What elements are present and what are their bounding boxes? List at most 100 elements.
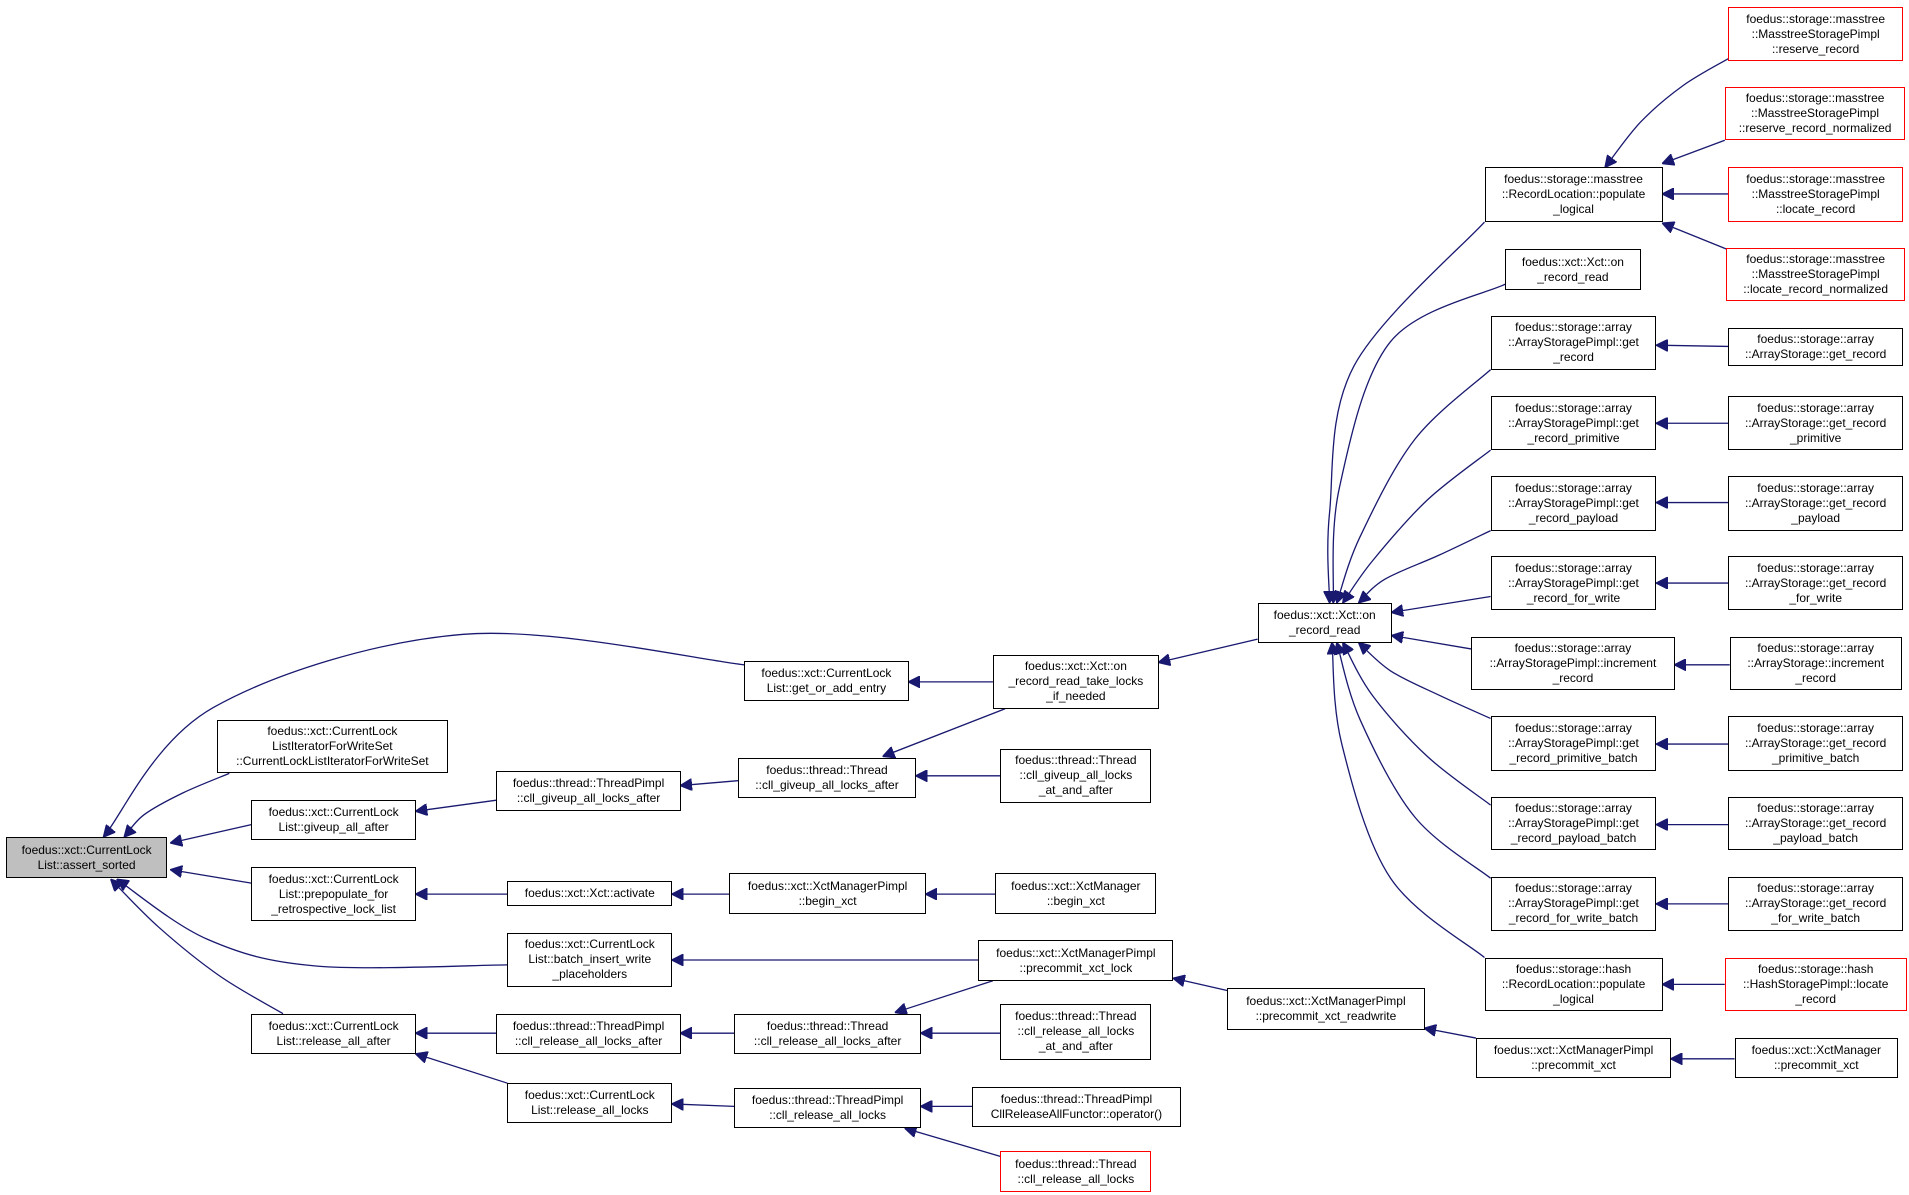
graph-node[interactable]: foedus::storage::hash ::RecordLocation::… (1484, 957, 1663, 1012)
graph-node[interactable]: foedus::storage::array ::ArrayStorage::g… (1728, 556, 1903, 610)
node-label: foedus::storage::array ::ArrayStorage::g… (1744, 400, 1887, 445)
node-label: foedus::xct::CurrentLock ListIteratorFor… (236, 724, 429, 768)
node-label: foedus::xct::Xct::on _record_read_take_l… (1008, 659, 1144, 704)
graph-node[interactable]: foedus::thread::Thread ::cll_release_all… (1000, 1151, 1152, 1192)
edge-n40-to-n26 (1656, 345, 1729, 346)
graph-node[interactable]: foedus::storage::array ::ArrayStorage::g… (1728, 475, 1903, 531)
graph-node[interactable]: foedus::xct::Xct::on _record_read_take_l… (992, 655, 1159, 709)
graph-node[interactable]: foedus::storage::masstree ::MasstreeStor… (1728, 167, 1903, 222)
node-label: foedus::storage::masstree ::RecordLocati… (1501, 172, 1646, 217)
edge-n25-to-n22 (1333, 283, 1506, 602)
node-label: foedus::xct::XctManager ::begin_xct (1011, 878, 1141, 908)
graph-node[interactable]: foedus::storage::array ::ArrayStoragePim… (1490, 396, 1657, 451)
graph-node[interactable]: foedus::xct::XctManagerPimpl ::precommit… (978, 940, 1174, 981)
edge-n22-to-n15 (1159, 638, 1258, 662)
edge-n6-to-n0 (111, 879, 284, 1015)
graph-node[interactable]: foedus::storage::array ::ArrayStoragePim… (1490, 315, 1657, 370)
graph-node[interactable]: foedus::storage::array ::ArrayStorage::g… (1728, 328, 1903, 366)
graph-node[interactable]: foedus::xct::CurrentLock List::release_a… (507, 1083, 673, 1124)
graph-node[interactable]: foedus::storage::masstree ::MasstreeStor… (1724, 86, 1906, 141)
node-label: foedus::xct::CurrentLock List::batch_ins… (524, 937, 655, 982)
node-label: foedus::xct::Xct::on _record_read (1521, 254, 1624, 284)
node-label: foedus::xct::XctManager ::precommit_xct (1751, 1043, 1881, 1073)
graph-node[interactable]: foedus::xct::CurrentLock List::batch_ins… (507, 933, 673, 987)
node-label: foedus::storage::array ::ArrayStorage::g… (1744, 720, 1887, 765)
edge-n23-to-n18 (1173, 978, 1228, 992)
graph-node[interactable]: foedus::storage::hash ::HashStoragePimpl… (1724, 957, 1907, 1012)
edge-n29-to-n22 (1392, 595, 1491, 612)
edge-n15-to-n11 (883, 708, 1006, 757)
graph-node[interactable]: foedus::storage::array ::ArrayStorage::g… (1728, 796, 1903, 851)
graph-node[interactable]: foedus::storage::array ::ArrayStoragePim… (1490, 877, 1657, 931)
node-label: foedus::storage::masstree ::MasstreeStor… (1746, 172, 1886, 217)
graph-node[interactable]: foedus::xct::Xct::on _record_read (1257, 602, 1392, 643)
graph-node[interactable]: foedus::storage::masstree ::RecordLocati… (1484, 167, 1663, 222)
graph-node[interactable]: foedus::thread::ThreadPimpl CllReleaseAl… (972, 1086, 1181, 1128)
graph-node[interactable]: foedus::xct::CurrentLock List::prepopula… (251, 867, 416, 921)
edge-n33-to-n22 (1337, 643, 1492, 879)
edge-n28-to-n22 (1359, 530, 1491, 603)
node-label: foedus::xct::XctManagerPimpl ::precommit… (1493, 1043, 1654, 1073)
graph-node[interactable]: foedus::thread::Thread ::cll_giveup_all_… (737, 757, 917, 798)
node-label: foedus::xct::CurrentLock List::prepopula… (268, 871, 399, 916)
node-label: foedus::storage::array ::ArrayStoragePim… (1508, 400, 1639, 445)
graph-node[interactable]: foedus::storage::array ::ArrayStoragePim… (1490, 796, 1657, 851)
graph-node[interactable]: foedus::storage::masstree ::MasstreeStor… (1726, 247, 1906, 302)
graph-node[interactable]: foedus::xct::XctManager ::begin_xct (995, 873, 1157, 914)
graph-node[interactable]: foedus::xct::Xct::activate (507, 880, 673, 907)
graph-node[interactable]: foedus::storage::array ::ArrayStoragePim… (1490, 716, 1657, 771)
graph-node[interactable]: foedus::thread::ThreadPimpl ::cll_releas… (496, 1013, 681, 1054)
node-label: foedus::thread::Thread ::cll_release_all… (1015, 1156, 1137, 1186)
edge-n39-to-n24 (1663, 223, 1727, 250)
node-label: foedus::xct::Xct::on _record_read (1273, 607, 1376, 637)
node-label: foedus::storage::array ::ArrayStoragePim… (1489, 641, 1657, 686)
graph-node[interactable]: foedus::storage::array ::ArrayStorage::g… (1728, 877, 1903, 931)
graph-node[interactable]: foedus::thread::ThreadPimpl ::cll_releas… (734, 1088, 921, 1129)
graph-node[interactable]: foedus::xct::CurrentLock List::release_a… (251, 1013, 416, 1054)
node-label: foedus::storage::array ::ArrayStorage::g… (1744, 800, 1887, 845)
graph-node[interactable]: foedus::xct::XctManagerPimpl ::precommit… (1227, 988, 1425, 1030)
graph-node[interactable]: foedus::storage::array ::ArrayStoragePim… (1471, 636, 1675, 691)
graph-node[interactable]: foedus::thread::ThreadPimpl ::cll_giveup… (496, 770, 681, 812)
graph-node[interactable]: foedus::xct::XctManager ::precommit_xct (1734, 1038, 1899, 1079)
node-label: foedus::xct::XctManagerPimpl ::precommit… (1246, 993, 1406, 1023)
edge-n35-to-n23 (1425, 1028, 1477, 1039)
edge-n34-to-n22 (1332, 643, 1485, 959)
graph-node[interactable]: foedus::xct::CurrentLock ListIteratorFor… (217, 719, 448, 774)
focus-node[interactable]: foedus::xct::CurrentLock List::assert_so… (6, 836, 168, 879)
edge-n7-to-n3 (416, 799, 497, 811)
graph-node[interactable]: foedus::xct::CurrentLock List::get_or_ad… (744, 661, 909, 702)
node-label: foedus::storage::array ::ArrayStoragePim… (1508, 881, 1639, 926)
edge-n30-to-n22 (1392, 636, 1472, 650)
graph-node[interactable]: foedus::storage::array ::ArrayStorage::g… (1728, 716, 1903, 771)
edge-n18-to-n13 (895, 980, 994, 1013)
graph-node[interactable]: foedus::storage::masstree ::MasstreeStor… (1728, 7, 1903, 61)
graph-node[interactable]: foedus::storage::array ::ArrayStorage::g… (1728, 396, 1903, 451)
node-label: foedus::storage::array ::ArrayStoragePim… (1508, 720, 1639, 765)
node-label: foedus::storage::masstree ::MasstreeStor… (1746, 11, 1886, 56)
graph-node[interactable]: foedus::xct::Xct::on _record_read (1505, 248, 1641, 291)
graph-node[interactable]: foedus::xct::CurrentLock List::giveup_al… (251, 800, 416, 841)
edge-n4-to-n0 (171, 870, 252, 884)
graph-node[interactable]: foedus::thread::Thread ::cll_release_all… (734, 1013, 921, 1054)
graph-node[interactable]: foedus::xct::XctManagerPimpl ::begin_xct (729, 873, 926, 914)
node-label: foedus::storage::array ::ArrayStorage::g… (1744, 480, 1887, 525)
node-label: foedus::xct::XctManagerPimpl ::precommit… (996, 945, 1156, 975)
node-label: foedus::xct::CurrentLock List::assert_so… (21, 842, 152, 872)
edge-n10-to-n6 (416, 1054, 508, 1084)
graph-node[interactable]: foedus::thread::Thread ::cll_giveup_all_… (1000, 748, 1152, 803)
graph-node[interactable]: foedus::thread::Thread ::cll_release_all… (1000, 1003, 1152, 1060)
edge-n24-to-n22 (1328, 221, 1485, 603)
node-label: foedus::xct::XctManagerPimpl ::begin_xct (747, 878, 908, 908)
graph-node[interactable]: foedus::xct::XctManagerPimpl ::precommit… (1475, 1038, 1672, 1079)
node-label: foedus::storage::array ::ArrayStorage::g… (1744, 881, 1887, 926)
node-label: foedus::storage::array ::ArrayStorage::g… (1744, 560, 1887, 605)
node-label: foedus::storage::array ::ArrayStorage::i… (1747, 641, 1885, 686)
node-label: foedus::xct::Xct::activate (524, 885, 655, 900)
graph-node[interactable]: foedus::storage::array ::ArrayStoragePim… (1490, 475, 1657, 531)
node-label: foedus::storage::array ::ArrayStoragePim… (1508, 480, 1639, 525)
graph-node[interactable]: foedus::storage::array ::ArrayStoragePim… (1490, 556, 1657, 610)
node-label: foedus::thread::Thread ::cll_giveup_all_… (1015, 753, 1137, 798)
graph-node[interactable]: foedus::storage::array ::ArrayStorage::i… (1729, 636, 1902, 691)
